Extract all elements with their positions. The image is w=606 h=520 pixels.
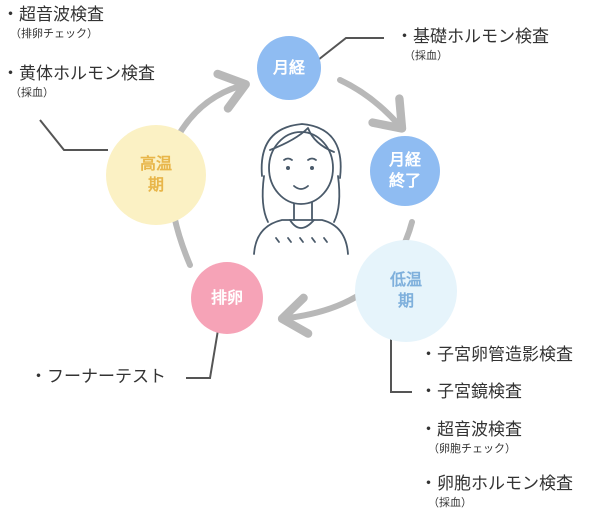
test-label: ・基礎ホルモン検査 <box>396 27 549 47</box>
test-note: （採血） <box>428 496 472 509</box>
phase-label: 期 <box>147 175 164 194</box>
test-label: ・卵胞ホルモン検査 <box>420 474 573 494</box>
phase-label: 低温 <box>389 270 422 290</box>
connector-top-left <box>39 119 108 151</box>
test-label: ・フーナーテスト <box>30 367 166 387</box>
phase-label: 排卵 <box>210 287 243 307</box>
woman-avatar-icon <box>253 123 349 255</box>
phase-label: 月経 <box>388 150 421 170</box>
test-item: ・子宮卵管造影検査 <box>420 345 573 365</box>
test-item: ・フーナーテスト <box>30 367 166 387</box>
phase-menstruation-end: 月経 終了 <box>370 136 440 206</box>
test-label: ・子宮鏡検査 <box>420 382 522 402</box>
test-item: ・黄体ホルモン検査 （採血） <box>2 64 155 100</box>
phase-label: 終了 <box>388 171 421 190</box>
phase-menstruation: 月経 <box>257 36 321 100</box>
arrow-menstruation-to-end <box>337 77 407 133</box>
test-item: ・卵胞ホルモン検査 （採血） <box>420 474 573 510</box>
test-item: ・超音波検査 （卵胞チェック） <box>420 420 522 456</box>
phase-label: 高温 <box>139 154 172 174</box>
test-label: ・超音波検査 <box>2 5 104 25</box>
phase-low-temp: 低温 期 <box>355 240 457 342</box>
test-label: ・超音波検査 <box>420 420 522 440</box>
test-label: ・黄体ホルモン検査 <box>2 64 155 84</box>
phase-label: 期 <box>397 291 414 310</box>
phase-ovulation: 排卵 <box>191 262 263 334</box>
connector-low-temp <box>390 330 412 393</box>
test-label: ・子宮卵管造影検査 <box>420 345 573 365</box>
test-item: ・基礎ホルモン検査 （採血） <box>396 27 549 63</box>
connector-ovulation <box>186 329 219 379</box>
test-note: （採血） <box>404 49 448 62</box>
test-item: ・子宮鏡検査 <box>420 382 522 402</box>
test-note: （採血） <box>10 86 54 99</box>
test-item: ・超音波検査 （排卵チェック） <box>2 5 104 41</box>
phase-high-temp: 高温 期 <box>106 125 206 225</box>
test-note: （卵胞チェック） <box>428 442 516 455</box>
phase-label: 月経 <box>272 57 305 77</box>
connector-top-right <box>317 37 384 61</box>
test-note: （排卵チェック） <box>10 27 98 40</box>
